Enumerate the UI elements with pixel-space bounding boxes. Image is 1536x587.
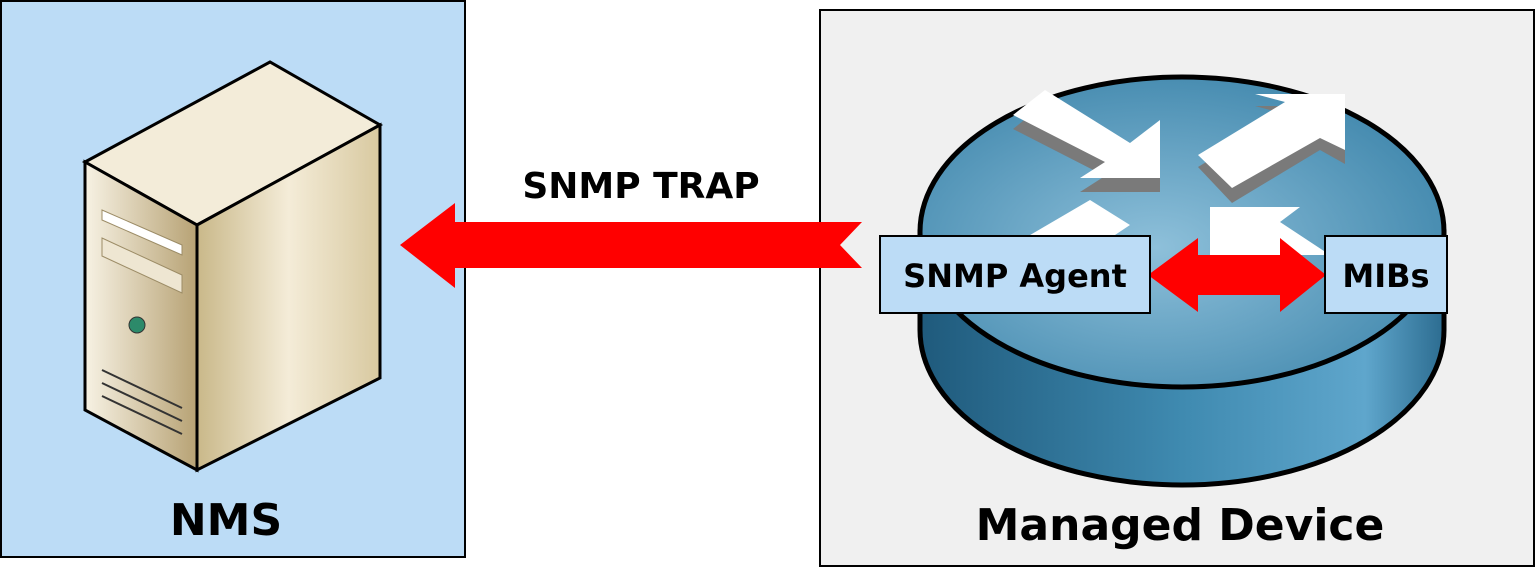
nms-label: NMS — [170, 495, 282, 546]
snmp-agent-label: SNMP Agent — [903, 257, 1127, 295]
agent-mibs-arrow — [1148, 238, 1326, 312]
server-icon — [81, 60, 384, 473]
snmp-agent-box: SNMP Agent — [879, 235, 1151, 314]
managed-device-label: Managed Device — [976, 500, 1385, 551]
mibs-label: MIBs — [1342, 257, 1429, 295]
snmp-trap-label: SNMP TRAP — [522, 166, 759, 207]
snmp-trap-arrow — [400, 203, 862, 288]
mibs-box: MIBs — [1324, 235, 1448, 314]
